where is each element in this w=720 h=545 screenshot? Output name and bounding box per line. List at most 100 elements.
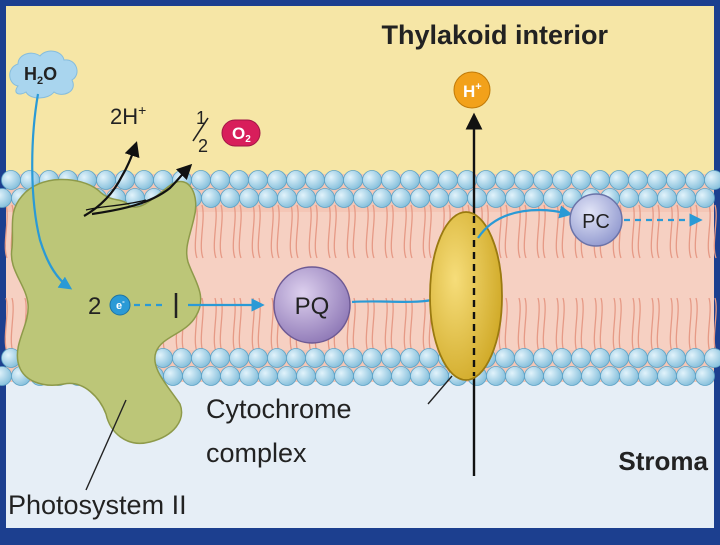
lipid-head bbox=[392, 367, 411, 386]
lipid-head bbox=[411, 189, 430, 208]
lipid-head bbox=[534, 349, 553, 368]
water-o: O bbox=[43, 64, 57, 84]
lipid-head bbox=[686, 171, 705, 190]
lipid-head bbox=[373, 367, 392, 386]
lipid-head bbox=[620, 189, 639, 208]
lipid-head bbox=[639, 367, 658, 386]
plastocyanin: PC bbox=[570, 194, 622, 246]
cytochrome-shape bbox=[430, 212, 502, 380]
lipid-head bbox=[335, 367, 354, 386]
lipid-head bbox=[344, 171, 363, 190]
lipid-head bbox=[401, 171, 420, 190]
lipid-head bbox=[335, 189, 354, 208]
lipid-head bbox=[696, 367, 715, 386]
lipid-head bbox=[420, 171, 439, 190]
lipid-head bbox=[325, 171, 344, 190]
lipid-head bbox=[658, 367, 677, 386]
lipid-head bbox=[259, 367, 278, 386]
lipid-head bbox=[354, 189, 373, 208]
electron-charge: - bbox=[122, 297, 125, 306]
lipid-head bbox=[648, 171, 667, 190]
lipid-head bbox=[705, 349, 720, 368]
lipid-head bbox=[268, 171, 287, 190]
lipid-head bbox=[2, 171, 21, 190]
lipid-head bbox=[306, 349, 325, 368]
lipid-head bbox=[705, 171, 720, 190]
lipid-head bbox=[325, 349, 344, 368]
protons-label: 2H bbox=[110, 104, 138, 129]
lipid-head bbox=[382, 171, 401, 190]
lipid-head bbox=[183, 367, 202, 386]
lipid-head bbox=[534, 171, 553, 190]
lipid-head bbox=[164, 367, 183, 386]
lipid-head bbox=[278, 189, 297, 208]
lipid-head bbox=[477, 171, 496, 190]
thylakoid-interior-label: Thylakoid interior bbox=[381, 20, 608, 50]
lipid-head bbox=[487, 367, 506, 386]
lipid-head bbox=[392, 189, 411, 208]
lipid-head bbox=[610, 171, 629, 190]
lipid-head bbox=[506, 367, 525, 386]
cytochrome-complex bbox=[430, 212, 502, 380]
proton-badge: H+ bbox=[454, 72, 490, 108]
lipid-head bbox=[363, 171, 382, 190]
lipid-head bbox=[468, 189, 487, 208]
lipid-head bbox=[544, 367, 563, 386]
lipid-head bbox=[211, 171, 230, 190]
lipid-head bbox=[287, 171, 306, 190]
lipid-head bbox=[297, 367, 316, 386]
proton-badge-h: H bbox=[463, 82, 475, 101]
lipid-head bbox=[696, 189, 715, 208]
lipid-head bbox=[316, 189, 335, 208]
lipid-head bbox=[544, 189, 563, 208]
lipid-head bbox=[363, 349, 382, 368]
lipid-head bbox=[677, 189, 696, 208]
lipid-head bbox=[439, 171, 458, 190]
lipid-head bbox=[97, 171, 116, 190]
plastoquinone: PQ bbox=[274, 267, 350, 343]
lipid-head bbox=[306, 171, 325, 190]
lipid-head bbox=[658, 189, 677, 208]
pq-label: PQ bbox=[295, 293, 330, 320]
half-numerator: 1 bbox=[196, 108, 206, 128]
lipid-head bbox=[249, 171, 268, 190]
lipid-head bbox=[648, 349, 667, 368]
cytochrome-label-line1: Cytochrome bbox=[206, 394, 352, 424]
lipid-head bbox=[677, 367, 696, 386]
lipid-head bbox=[525, 189, 544, 208]
lipid-head bbox=[173, 349, 192, 368]
lipid-head bbox=[297, 189, 316, 208]
lipid-head bbox=[202, 367, 221, 386]
oxygen-badge: O2 bbox=[222, 120, 260, 146]
lipid-head bbox=[639, 189, 658, 208]
lipid-head bbox=[401, 349, 420, 368]
lipid-head bbox=[135, 171, 154, 190]
lipid-head bbox=[563, 367, 582, 386]
water-h: H bbox=[24, 64, 37, 84]
lipid-head bbox=[211, 349, 230, 368]
lipid-head bbox=[411, 367, 430, 386]
lipid-head bbox=[420, 349, 439, 368]
lipid-head bbox=[601, 367, 620, 386]
lipid-head bbox=[221, 189, 240, 208]
lipid-head bbox=[192, 171, 211, 190]
lipid-head bbox=[667, 349, 686, 368]
lipid-head bbox=[240, 189, 259, 208]
electron-count: 2 bbox=[88, 293, 101, 320]
lipid-head bbox=[287, 349, 306, 368]
half-denominator: 2 bbox=[198, 136, 208, 156]
photosystem-label: Photosystem II bbox=[8, 490, 187, 520]
lipid-head bbox=[525, 367, 544, 386]
lipid-head bbox=[268, 349, 287, 368]
cytochrome-label-line2: complex bbox=[206, 438, 307, 468]
lipid-head bbox=[553, 349, 572, 368]
lipid-head bbox=[515, 171, 534, 190]
lipid-head bbox=[582, 367, 601, 386]
lipid-head bbox=[430, 189, 449, 208]
lipid-head bbox=[382, 349, 401, 368]
lipid-head bbox=[116, 171, 135, 190]
lipid-head bbox=[202, 189, 221, 208]
lipid-head bbox=[610, 349, 629, 368]
